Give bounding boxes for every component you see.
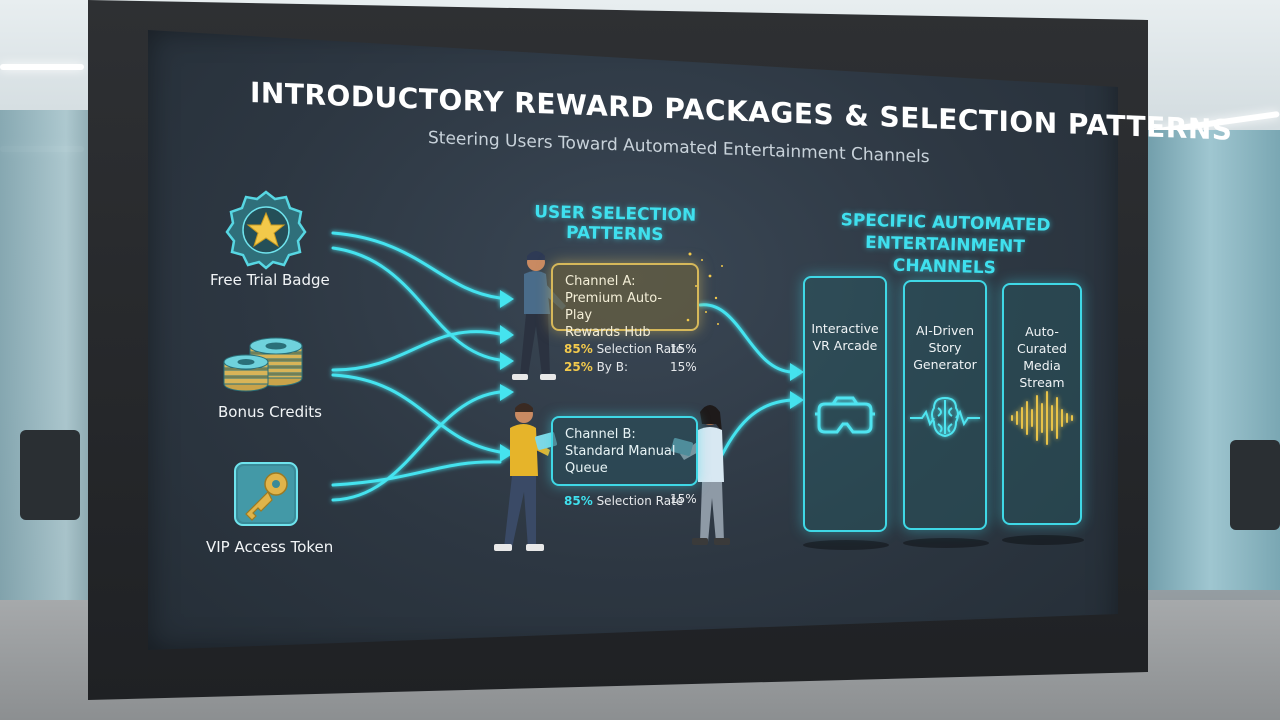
package-label-vip-token: VIP Access Token [206,538,333,556]
channel-label-media-stream-line1: Auto-Curated [1002,323,1082,357]
channel-a-title: Channel A: [565,273,685,290]
card-shadow [903,538,989,548]
channel-a-name-line2: Rewards Hub [565,324,685,341]
star-badge-icon [226,188,306,268]
sound-wave-icon [1008,388,1078,448]
arrow-token-to-b [333,462,500,485]
channel-label-story-generator-line2: Story Generator [900,339,990,373]
channel-label-vr-arcade: Interactive VR Arcade [806,320,884,354]
channel-label-story-generator: AI-Driven Story Generator [900,322,990,373]
channels-heading-line2: ENTERTAINMENT CHANNELS [819,231,1070,282]
channel-a-stat-1: 85% Selection Rate [564,342,683,356]
channel-b-stat-1-right: 15% [670,492,697,506]
channel-a-stat-2-right: 15% [670,360,697,374]
arrow-badge-to-a [333,233,500,298]
channel-label-media-stream: Auto-Curated Media Stream [1002,323,1082,391]
channel-label-vr-arcade-line1: Interactive [806,320,884,337]
channel-label-media-stream-line2: Media Stream [1002,357,1082,391]
channel-a-stat-2-label: By B: [597,360,628,374]
channel-b-name-line2: Queue [565,460,684,477]
brain-wave-icon [910,392,980,442]
arrowhead [790,391,804,409]
vr-headset-icon [813,398,877,438]
package-label-bonus-credits: Bonus Credits [218,403,322,421]
channel-b-stat-1: 85% Selection Rate [564,494,683,508]
channel-a-name-line1: Premium Auto-Play [565,290,685,324]
coin-stack-icon [222,326,312,396]
package-label-free-trial: Free Trial Badge [210,271,330,289]
card-shadow [803,540,889,550]
channel-a-stat-1-right: 15% [670,342,697,356]
channel-label-story-generator-line1: AI-Driven [900,322,990,339]
channel-a-stat-2-pct: 25% [564,360,593,374]
channel-b-name-line1: Standard Manual [565,443,684,460]
channel-a-card: Channel A: Premium Auto-Play Rewards Hub [551,263,699,331]
channel-b-card: Channel B: Standard Manual Queue [551,416,698,486]
selection-heading: USER SELECTION PATTERNS [492,201,739,246]
channel-label-vr-arcade-line2: VR Arcade [806,337,884,354]
card-shadow [1002,535,1084,545]
channel-b-stat-1-pct: 85% [564,494,593,508]
arrowhead [790,363,804,381]
channel-a-stat-1-pct: 85% [564,342,593,356]
arrow-credits-to-b [333,375,500,452]
arrow-badge-to-b [333,248,500,360]
sparkle-dots [680,246,740,336]
key-icon [234,462,298,526]
channel-a-stat-2: 25% By B: [564,360,628,374]
channel-b-title: Channel B: [565,426,684,443]
channels-heading: SPECIFIC AUTOMATED ENTERTAINMENT CHANNEL… [819,209,1071,282]
